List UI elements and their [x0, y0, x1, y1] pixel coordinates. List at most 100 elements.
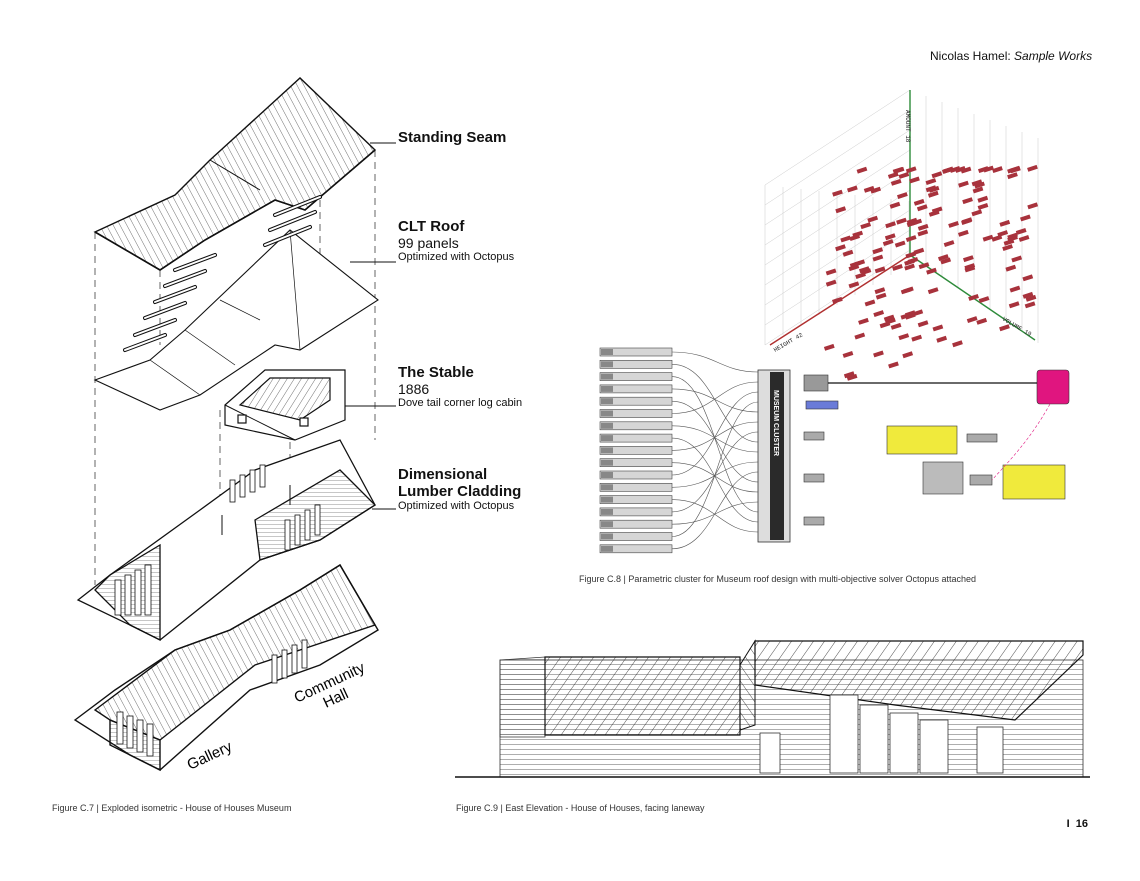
solution-point [961, 218, 972, 226]
slider-grip [601, 385, 613, 392]
solution-point [843, 371, 855, 379]
solution-point [898, 172, 910, 179]
solution-point [900, 287, 912, 295]
solution-point [905, 251, 917, 259]
solution-point [925, 185, 937, 193]
solution-point [911, 334, 923, 342]
assembled-house-layer [73, 564, 379, 772]
components [803, 369, 1070, 526]
solution-point [848, 281, 860, 289]
solution-point [974, 181, 985, 189]
solution-point [904, 258, 915, 266]
solution-point [936, 335, 948, 343]
solution-point [890, 322, 902, 330]
solution-point [962, 197, 973, 205]
solution-point [1027, 164, 1038, 172]
solution-point [870, 186, 882, 194]
solution-point [958, 180, 969, 188]
label-standing-seam: Standing Seam [398, 129, 506, 146]
solution-point [902, 351, 914, 359]
figure-c8-caption: Figure C.8 | Parametric cluster for Muse… [579, 574, 976, 584]
solution-point [835, 244, 846, 252]
solution-point [867, 215, 879, 223]
solution-point [1002, 244, 1013, 252]
layer-title: Standing Seam [398, 129, 507, 146]
solution-point [966, 316, 978, 324]
layer-title-line1: Dimensional [398, 466, 488, 483]
solution-point [991, 234, 1003, 242]
page-number-value: 16 [1075, 818, 1088, 830]
solution-point [905, 166, 917, 174]
wire [671, 437, 759, 523]
exploded-isometric-drawing: Gallery Community Hall [73, 77, 379, 774]
solution-point [823, 343, 835, 351]
solution-point [949, 166, 961, 173]
solution-point [888, 361, 899, 369]
slider-grip [601, 398, 613, 405]
axis-label-left: HEIGHT 42 [773, 331, 805, 353]
solution-point [942, 166, 954, 174]
solution-point [894, 240, 906, 248]
label-clt-roof: CLT Roof 99 panels Optimized with Octopu… [398, 218, 514, 264]
parametric-cluster-diagram: AMOUNT 18 HEIGHT 42 VOLUME 19 MUSEUM CLU… [599, 89, 1070, 554]
solution-point [1019, 214, 1031, 222]
slider-grip [601, 545, 613, 552]
solution-point [999, 219, 1011, 227]
solution-point [860, 222, 872, 230]
cluster-label: MUSEUM CLUSTER [772, 390, 779, 456]
wire [671, 421, 759, 451]
solution-point [931, 206, 943, 214]
wire [671, 461, 759, 488]
solution-point [1009, 285, 1021, 293]
solution-point [963, 255, 974, 263]
solution-point [976, 317, 988, 325]
wire [671, 388, 759, 413]
clt-roof-layer [93, 195, 379, 411]
solution-point [1011, 255, 1023, 263]
leader-lines [345, 142, 396, 510]
solution-point [954, 166, 966, 173]
solution-point [873, 310, 885, 318]
page-number: I 16 [1067, 818, 1088, 830]
solution-point [872, 247, 884, 255]
slider-grip [601, 410, 613, 417]
solution-point [911, 218, 923, 226]
solution-point [940, 257, 952, 265]
wire [671, 351, 759, 373]
solution-point [1008, 301, 1020, 309]
solution-point [999, 324, 1010, 332]
solution-point [1005, 264, 1017, 272]
solution-point [917, 223, 929, 231]
layer-title: CLT Roof [398, 218, 465, 235]
wires [671, 351, 759, 550]
wire [671, 381, 759, 414]
wire [671, 401, 759, 537]
slider-grip [601, 508, 613, 515]
solution-point [1007, 235, 1018, 242]
solution-point [873, 350, 884, 358]
solution-point [957, 229, 969, 237]
layer-note: Dove tail corner log cabin [398, 397, 523, 409]
solution-point [892, 166, 904, 174]
axis-label-vertical: AMOUNT 18 [904, 110, 911, 143]
solution-point [937, 254, 949, 262]
solution-point [1007, 172, 1018, 180]
layer-title: The Stable [398, 364, 474, 381]
solution-point [904, 263, 915, 271]
gallery-label: Gallery [185, 738, 236, 774]
solution-point [927, 287, 939, 295]
solution-point [968, 294, 979, 301]
solution-point [927, 190, 939, 198]
solution-point [1022, 274, 1034, 282]
solution-point [913, 198, 925, 206]
solution-point [842, 249, 854, 257]
solution-point [917, 229, 929, 237]
solution-point [854, 332, 866, 340]
solution-point [982, 234, 994, 242]
slider-grip [601, 484, 613, 491]
layer-subtitle: 99 panels [398, 235, 459, 251]
solution-point [889, 201, 901, 209]
solution-point [852, 230, 864, 238]
solution-point [1015, 228, 1027, 235]
layer-subtitle: 1886 [398, 381, 430, 397]
